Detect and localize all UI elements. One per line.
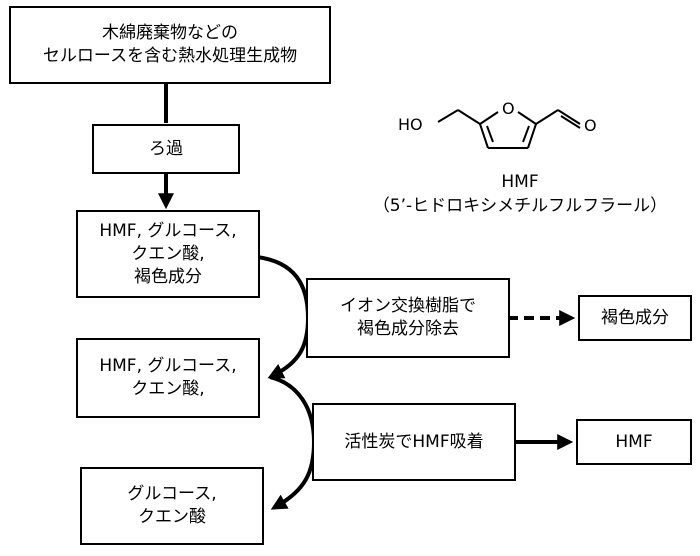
filtration-label: ろ過 xyxy=(149,138,183,159)
ion-exchange-box: イオン交換樹脂で 褐色成分除去 xyxy=(306,278,510,358)
atom-ho-label: HO xyxy=(398,115,423,134)
final-line-1: グルコース, xyxy=(127,484,217,504)
mixture-1-line-3: 褐色成分 xyxy=(134,266,202,287)
mixture-1-line-2: クエン酸, xyxy=(131,243,205,264)
final-line-2: クエン酸 xyxy=(138,507,206,527)
hmf-name: HMF xyxy=(501,172,539,192)
mixture-2-box: HMF, グルコース, クエン酸, xyxy=(76,338,260,418)
source-material-box: 木綿廃棄物などの セルロースを含む熱水処理生成物 xyxy=(9,6,331,84)
source-line-1: 木綿廃棄物などの xyxy=(102,23,238,43)
mixture-2-line-2: クエン酸, xyxy=(131,379,205,399)
brown-components-box: 褐色成分 xyxy=(578,295,692,341)
mixture-1-line-1: HMF, グルコース, xyxy=(99,220,237,241)
curve-mix2-to-final xyxy=(269,375,317,510)
hmf-output-label: HMF xyxy=(615,431,653,452)
activated-carbon-box: 活性炭でHMF吸着 xyxy=(312,403,516,481)
mixture-2-line-1: HMF, グルコース, xyxy=(99,356,237,376)
atom-ring-oxygen-label: O xyxy=(502,99,515,118)
hmf-full-name: （5’-ヒドロキシメチルフルフラール） xyxy=(372,196,668,216)
atom-aldehyde-oxygen-label: O xyxy=(584,116,597,135)
ion-exchange-line-1: イオン交換樹脂で xyxy=(340,296,476,316)
final-products-box: グルコース, クエン酸 xyxy=(80,467,264,545)
activated-carbon-label: 活性炭でHMF吸着 xyxy=(344,431,484,452)
mixture-1-box: HMF, グルコース, クエン酸, 褐色成分 xyxy=(76,210,260,298)
curve-mix1-to-mix2 xyxy=(256,255,311,379)
hmf-output-box: HMF xyxy=(576,419,692,465)
hmf-caption: HMF （5’-ヒドロキシメチルフルフラール） xyxy=(370,170,670,218)
brown-components-label: 褐色成分 xyxy=(601,307,669,328)
filtration-box: ろ過 xyxy=(92,124,240,174)
ion-exchange-line-2: 褐色成分除去 xyxy=(357,319,459,339)
hmf-structure-diagram: HO O O xyxy=(398,99,597,149)
source-line-2: セルロースを含む熱水処理生成物 xyxy=(42,46,298,66)
